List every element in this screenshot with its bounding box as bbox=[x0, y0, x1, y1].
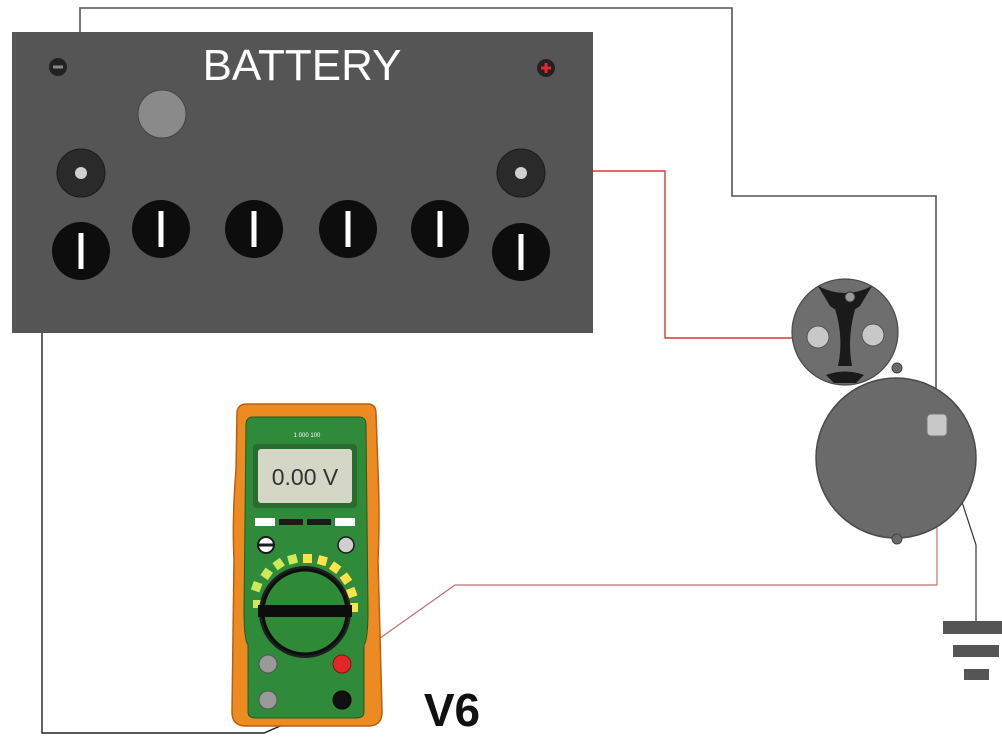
cell-cap-icon bbox=[319, 200, 377, 258]
starter-solenoid-icon bbox=[791, 278, 899, 386]
battery-case bbox=[12, 32, 593, 333]
meter-button[interactable] bbox=[335, 518, 355, 526]
battery-terminal-negative-icon[interactable] bbox=[56, 148, 106, 198]
meter-button[interactable] bbox=[255, 518, 275, 526]
battery-cell-caps bbox=[52, 200, 550, 281]
meter-jack-a[interactable] bbox=[258, 654, 278, 674]
meter-jack-com[interactable] bbox=[332, 690, 352, 710]
negative-symbol-icon bbox=[49, 58, 67, 76]
solenoid-battery-terminal[interactable] bbox=[806, 325, 830, 349]
battery: BATTERY bbox=[12, 32, 593, 333]
battery-vent-cap-icon bbox=[137, 89, 187, 139]
cell-cap-icon bbox=[132, 200, 190, 258]
motor-mount-tab bbox=[891, 533, 903, 545]
cell-cap-icon bbox=[225, 200, 283, 258]
meter-jack-ma[interactable] bbox=[258, 690, 278, 710]
motor-terminal-stud[interactable] bbox=[926, 413, 948, 437]
meter-input-jacks bbox=[252, 650, 359, 714]
meter-range-scale bbox=[250, 553, 358, 612]
battery-label: BATTERY bbox=[203, 41, 402, 90]
multimeter[interactable]: 1 000 100 0.00 V bbox=[231, 403, 383, 727]
meter-button-row bbox=[255, 518, 355, 526]
positive-symbol-icon bbox=[537, 59, 555, 77]
starter-motor-icon bbox=[815, 362, 977, 545]
cell-cap-icon bbox=[492, 223, 550, 281]
meter-model-label: 1 000 100 bbox=[294, 433, 321, 439]
meter-reading: 0.00 V bbox=[272, 464, 339, 490]
cell-cap-icon bbox=[411, 200, 469, 258]
meter-light-button[interactable] bbox=[337, 536, 355, 554]
meter-rotary-dial[interactable] bbox=[258, 566, 352, 658]
motor-mount-tab bbox=[891, 362, 903, 374]
wire-battery-positive bbox=[545, 170, 818, 339]
meter-jack-positive[interactable] bbox=[332, 654, 352, 674]
test-point-label: V6 bbox=[424, 684, 480, 736]
solenoid-motor-terminal[interactable] bbox=[861, 323, 885, 347]
cell-cap-icon bbox=[52, 222, 110, 280]
battery-terminal-positive-icon[interactable] bbox=[496, 148, 546, 198]
ground-symbol-icon bbox=[943, 621, 1002, 680]
